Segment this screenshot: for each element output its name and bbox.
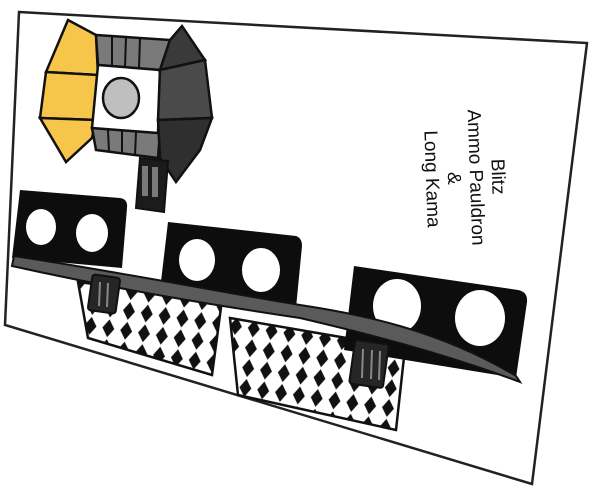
caption-line-2: Ammo Pauldron <box>463 109 489 246</box>
belt-clip-left <box>87 273 121 315</box>
belt-clip-right <box>348 339 390 389</box>
pauldron-icon <box>37 18 214 214</box>
belt-strap <box>10 254 523 385</box>
caption-block: Blitz Ammo Pauldron & Long Kama <box>419 109 508 246</box>
caption-line-1: Blitz <box>486 158 508 195</box>
ammo-belt-icon <box>10 190 528 432</box>
caption-line-4: Long Kama <box>419 130 443 228</box>
caption-line-3: & <box>443 172 464 186</box>
